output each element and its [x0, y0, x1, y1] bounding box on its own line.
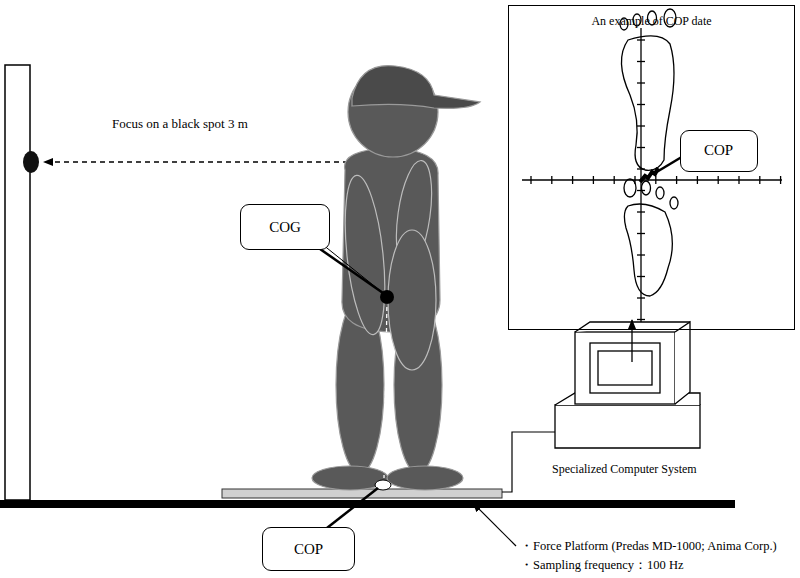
- callout-box: COG: [240, 204, 330, 250]
- annotation-label: ・Force Platform (Predas MD-1000; Anima C…: [520, 538, 777, 555]
- wall-pole: [5, 65, 30, 500]
- annotation-label: ・Sampling frequency：100 Hz: [520, 557, 683, 574]
- callout-box: COP: [262, 527, 355, 571]
- computer-system: [555, 322, 700, 448]
- cable: [502, 432, 555, 492]
- gaze-line: [44, 161, 348, 162]
- callout-text: COG: [269, 219, 301, 236]
- callout-text: COP: [294, 541, 323, 558]
- callout-text: COP: [704, 142, 733, 159]
- panel-title: An example of COP date: [509, 14, 794, 29]
- callout-box: COP: [680, 130, 758, 172]
- data-arrow: [631, 320, 632, 362]
- pointer-arrow: [473, 503, 516, 546]
- annotation-label: Focus on a black spot 3 m: [112, 116, 248, 132]
- black-spot: [23, 151, 39, 173]
- person-figure: [312, 66, 480, 490]
- inset-panel: An example of COP dateCOP: [508, 5, 795, 330]
- floor: [0, 500, 735, 508]
- gravity-line: [384, 300, 387, 478]
- annotation-label: Specialized Computer System: [552, 462, 697, 477]
- force-platform: [222, 489, 502, 498]
- cop-plot: [522, 9, 782, 322]
